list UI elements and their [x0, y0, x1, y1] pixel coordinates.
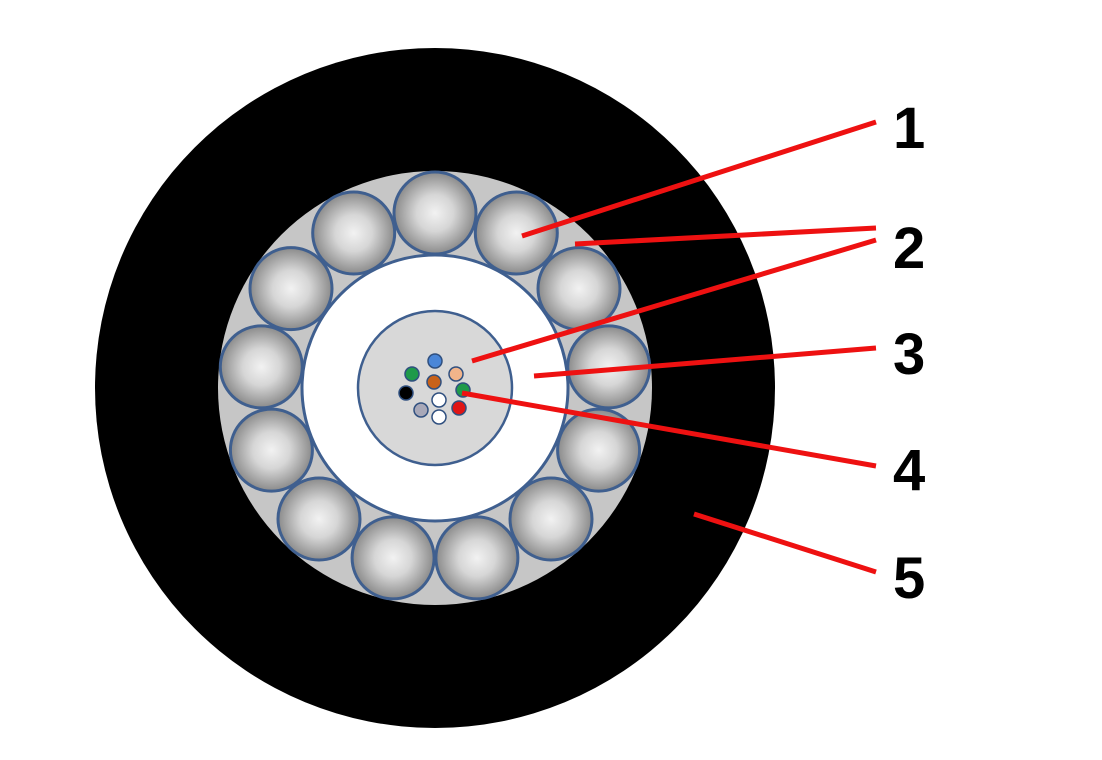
leader-line-2b — [471, 237, 877, 364]
armor-wire — [311, 190, 397, 276]
optical-fibers — [398, 353, 471, 425]
fiber-red — [451, 400, 467, 416]
armor-wire — [473, 190, 559, 276]
armor-wire — [350, 515, 436, 601]
armor-wire — [248, 246, 334, 332]
callout-label-1: 1 — [893, 96, 925, 161]
armor-wire — [556, 407, 642, 493]
armor-wire — [536, 246, 622, 332]
callout-label-2: 2 — [893, 216, 925, 281]
fiber-black — [398, 385, 414, 401]
leader-line-2a — [574, 225, 877, 247]
leader-lines — [461, 119, 877, 575]
fiber-white — [431, 392, 447, 408]
leader-line-5 — [693, 511, 877, 575]
armor-wire — [392, 170, 478, 256]
fiber-blue — [427, 353, 443, 369]
fiber-orange — [426, 374, 442, 390]
fiber-peach — [448, 366, 464, 382]
fiber-green — [404, 366, 420, 382]
leader-line-1 — [521, 119, 877, 239]
leader-line-3 — [533, 345, 877, 379]
armor-wire — [218, 324, 304, 410]
fiber-white-2 — [431, 409, 447, 425]
callout-label-5: 5 — [893, 546, 925, 611]
armor-wire — [434, 515, 520, 601]
armor-wire — [228, 407, 314, 493]
callout-label-3: 3 — [893, 322, 925, 387]
callout-label-4: 4 — [893, 438, 925, 503]
leader-line-4 — [461, 390, 877, 469]
armor-wires — [218, 170, 652, 601]
fiber-gray — [413, 402, 429, 418]
armor-wire — [508, 476, 594, 562]
armor-wire — [276, 476, 362, 562]
